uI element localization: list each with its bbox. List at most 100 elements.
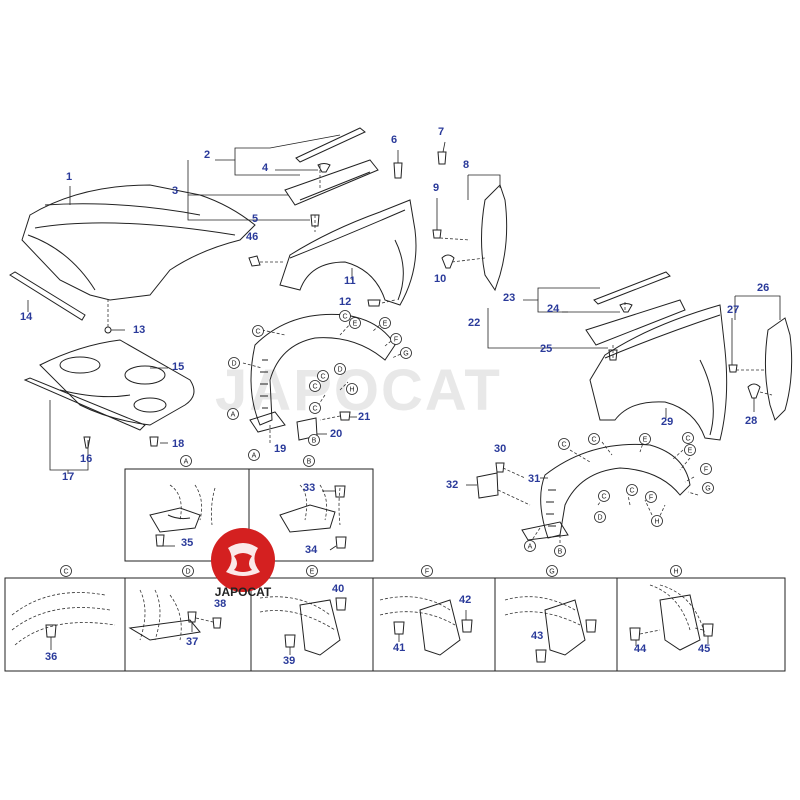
fender-seal-part — [585, 299, 686, 346]
callout-43: 43 — [531, 630, 543, 642]
callout-15: 15 — [172, 361, 184, 373]
marker-label-g: G — [705, 486, 710, 493]
bolt-part — [339, 411, 351, 421]
marker-label-c: C — [685, 436, 690, 443]
callout-13: 13 — [133, 324, 145, 336]
callout-1: 1 — [66, 171, 72, 183]
callout-17: 17 — [62, 471, 74, 483]
marker-circle-c — [309, 402, 321, 414]
callout-39: 39 — [283, 655, 295, 667]
marker-circle-b — [308, 434, 320, 446]
detail-strip — [4, 577, 786, 672]
callout-35: 35 — [181, 537, 193, 549]
callout-44: 44 — [634, 643, 647, 655]
callout-11: 11 — [344, 275, 356, 287]
marker-label-c: C — [312, 406, 317, 413]
hood-insulator-part — [39, 339, 195, 426]
callout-32: 32 — [446, 479, 458, 491]
callout-31: 31 — [528, 473, 540, 485]
callout-36: 36 — [45, 651, 57, 663]
detail-b-drawing — [279, 484, 347, 551]
fender-seal-part — [284, 159, 379, 206]
marker-label-c: C — [255, 329, 260, 336]
marker-label-c: C — [591, 437, 596, 444]
callout-4: 4 — [262, 162, 269, 174]
callout-25: 25 — [540, 343, 552, 355]
bolt-part — [495, 462, 505, 473]
weatherstrip-part — [9, 271, 86, 321]
clip-part — [83, 436, 91, 449]
marker-label-d: D — [231, 361, 236, 368]
callout-46: 46 — [246, 231, 258, 243]
callout-6: 6 — [391, 134, 397, 146]
callout-42: 42 — [459, 594, 471, 606]
marker-circle-c — [309, 380, 321, 392]
clip-part — [149, 436, 159, 447]
marker-circle-f — [700, 463, 712, 475]
marker-label-e: E — [383, 321, 388, 328]
marker-label-f: F — [394, 337, 398, 344]
marker-circle-e — [639, 433, 651, 445]
bracket-part — [481, 184, 508, 292]
marker-label-e: E — [310, 569, 315, 576]
callout-26: 26 — [757, 282, 769, 294]
marker-label-f: F — [649, 495, 653, 502]
marker-label-c: C — [601, 494, 606, 501]
marker-label-a: A — [184, 459, 189, 466]
callout-12: 12 — [339, 296, 351, 308]
detail-h-drawing — [629, 584, 714, 651]
marker-circle-e — [379, 317, 391, 329]
marker-circle-h — [346, 383, 358, 395]
callout-38: 38 — [214, 598, 226, 610]
mudguard-part — [476, 472, 499, 499]
marker-label-c: C — [320, 374, 325, 381]
marker-label-g: G — [403, 351, 408, 358]
japocat-logo: JAPOCAT — [211, 528, 275, 599]
callout-20: 20 — [330, 428, 342, 440]
callout-33: 33 — [303, 482, 315, 494]
marker-label-a: A — [252, 453, 257, 460]
marker-circle-c — [317, 370, 329, 382]
detail-c-drawing — [11, 592, 116, 650]
callout-14: 14 — [20, 311, 33, 323]
hood-part — [21, 184, 256, 301]
callout-45: 45 — [698, 643, 710, 655]
detail-f-drawing — [379, 596, 473, 656]
marker-label-a: A — [528, 544, 533, 551]
callout-30: 30 — [494, 443, 506, 455]
callout-37: 37 — [186, 636, 198, 648]
marker-label-h: H — [654, 519, 659, 526]
marker-circle-c — [682, 432, 694, 444]
callout-21: 21 — [358, 411, 370, 423]
clip-part — [441, 254, 455, 269]
marker-circle-b — [554, 545, 566, 557]
marker-label-b: B — [307, 459, 312, 466]
callout-28: 28 — [745, 415, 757, 427]
marker-circle-f — [645, 491, 657, 503]
bolt-part — [393, 162, 403, 179]
marker-circle-e — [684, 444, 696, 456]
marker-label-g: G — [549, 569, 554, 576]
callout-41: 41 — [393, 642, 405, 654]
marker-circle-e — [349, 317, 361, 329]
fender-right-part — [589, 304, 728, 441]
bolt-part — [437, 151, 447, 165]
marker-circle-d — [594, 511, 606, 523]
fender-liner-left-part — [249, 313, 396, 433]
marker-circle-a — [248, 449, 260, 461]
marker-label-f: F — [704, 467, 708, 474]
bolt-part — [367, 299, 381, 307]
marker-label-e: E — [643, 437, 648, 444]
molding-part — [593, 271, 671, 305]
clip-part — [728, 364, 738, 373]
marker-circle-g — [702, 482, 714, 494]
bracket-part — [764, 317, 793, 421]
bolt-part — [248, 255, 261, 267]
marker-label-c: C — [63, 569, 68, 576]
callout-18: 18 — [172, 438, 184, 450]
marker-label-c: C — [342, 314, 347, 321]
logo-text: JAPOCAT — [215, 585, 272, 599]
